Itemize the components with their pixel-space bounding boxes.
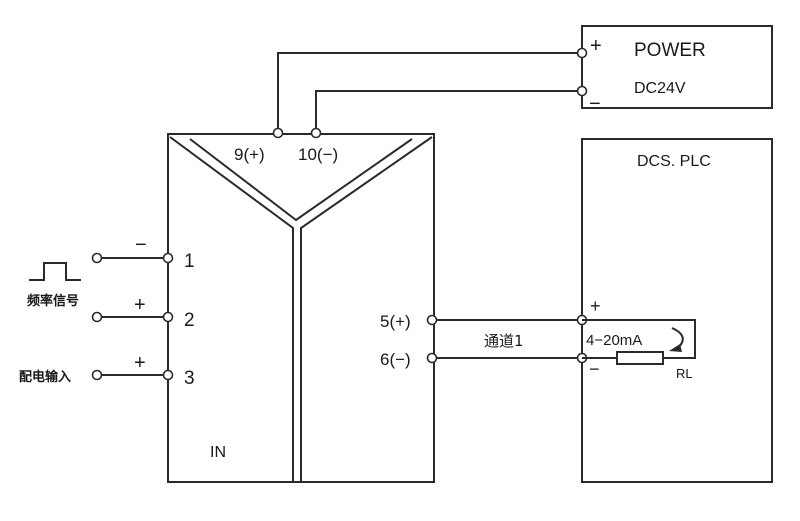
terminal-2-sign: + [134,294,146,316]
channel-label: 通道1 [484,332,524,350]
input-3-end [91,369,103,381]
terminal-1 [162,252,174,264]
resistor-label: RL [676,366,693,381]
dcs-minus-sign: − [589,359,600,379]
terminal-9 [272,127,284,139]
load-resistor [616,351,664,365]
isolator-y-divider [169,136,433,482]
power-supply-box [581,25,773,109]
current-loop-wire [582,319,696,359]
terminal-10-label: 10(−) [298,145,338,164]
power-plus-terminal [576,47,588,59]
dcs-plc-box [581,138,773,483]
terminal-3-number: 3 [184,368,195,389]
terminal-1-sign: − [135,234,147,256]
pulse-waveform-icon [29,262,81,281]
current-arrowhead-icon [669,344,682,352]
terminal-6 [426,352,438,364]
power-plus-sign: + [590,35,602,57]
power-negative-wire [315,90,582,133]
terminal-5 [426,314,438,326]
dcs-plus-sign: + [590,296,601,316]
power-positive-wire [277,52,582,133]
terminal-9-label: 9(+) [234,145,265,164]
terminal-1-number: 1 [184,251,195,272]
power-title: POWER [634,40,706,61]
power-minus-sign: − [589,93,601,115]
terminal-5-label: 5(+) [380,312,411,331]
terminal-2-number: 2 [184,310,195,331]
input-2-end [91,311,103,323]
current-range-label: 4−20mA [586,332,642,349]
power-voltage: DC24V [634,80,686,97]
input-1-end [91,252,103,264]
distribution-input-label: 配电输入 [19,369,71,385]
terminal-3-sign: + [134,352,146,374]
terminal-2 [162,311,174,323]
terminal-6-label: 6(−) [380,350,411,369]
power-minus-terminal [576,85,588,97]
frequency-signal-label: 频率信号 [27,293,79,309]
input-side-label: IN [210,444,226,461]
terminal-10 [310,127,322,139]
dcs-plc-title: DCS. PLC [637,153,711,170]
terminal-3 [162,369,174,381]
